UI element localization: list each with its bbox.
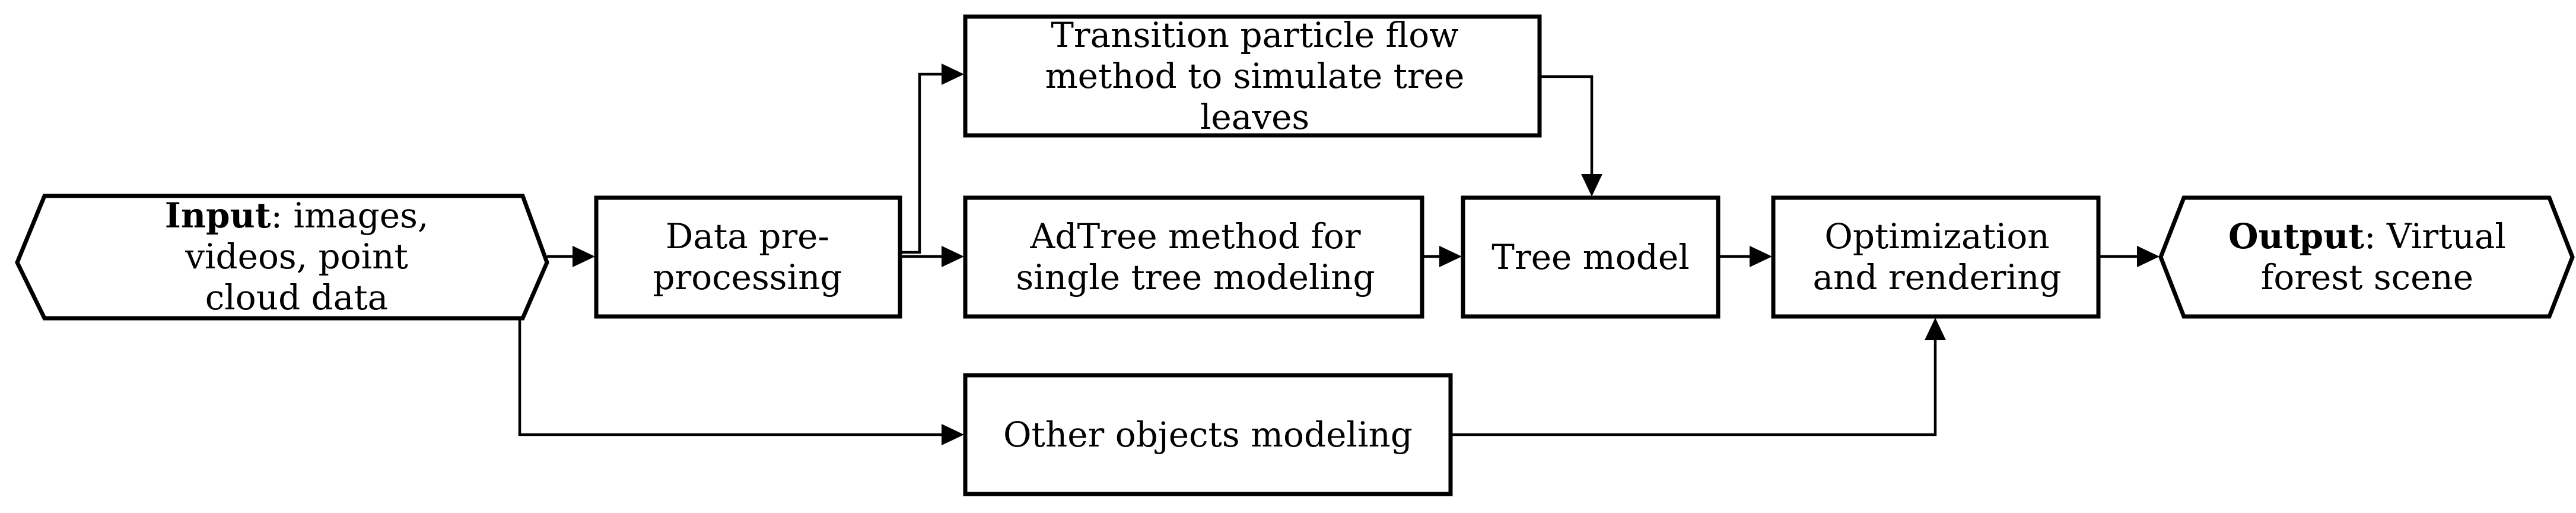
optimization-box [1771, 195, 2101, 319]
transition-box [963, 14, 1542, 138]
arrowhead [1439, 246, 1462, 267]
arrowhead [942, 246, 964, 267]
optimization-label: Optimization and rendering [1812, 216, 2062, 297]
arrowhead [573, 246, 595, 267]
input-hexagon [15, 194, 549, 321]
output-label: Output: Virtual forest scene [2228, 216, 2506, 297]
preprocessing-label: Data pre-processing [653, 216, 842, 297]
arrowhead [942, 64, 964, 85]
arrowhead [2137, 246, 2160, 267]
edge-preprocessing-to-transition [900, 72, 944, 254]
tree-model-label: Tree model [1491, 236, 1690, 277]
edge-transition-to-tree-model [1540, 75, 1594, 176]
input-label: Input: images, videos, point cloud data [164, 195, 429, 318]
edge-other-objects-to-optimization [1451, 338, 1937, 436]
edge-input-to-other-objects [518, 318, 944, 436]
transition-label: Transition particle flow method to simul… [1045, 14, 1465, 137]
arrowhead [1581, 174, 1602, 197]
tree-model-box [1461, 195, 1720, 319]
arrowhead [1925, 318, 1946, 340]
adtree-label: AdTree method for single tree modeling [1016, 216, 1375, 297]
edges [518, 64, 2160, 445]
output-hexagon [2158, 195, 2575, 319]
adtree-box [963, 195, 1424, 319]
arrowhead [942, 424, 964, 445]
arrowhead [1750, 246, 1772, 267]
other-objects-label: Other objects modeling [1003, 414, 1413, 455]
